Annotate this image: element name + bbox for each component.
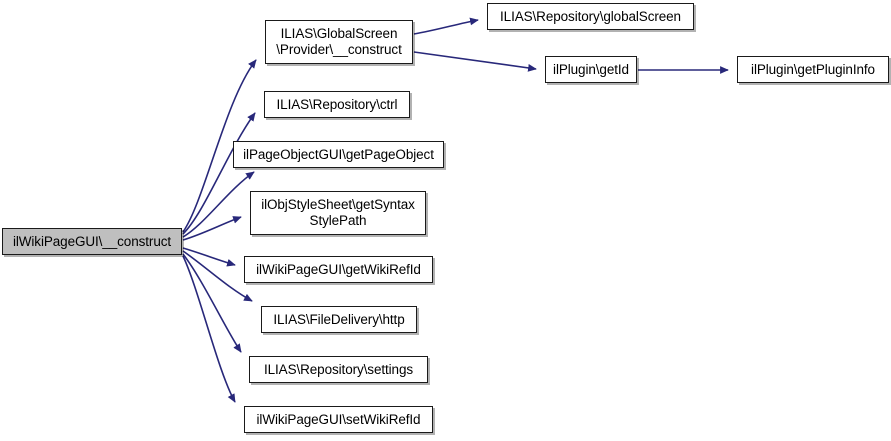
graph-node-ilobjstylesheet_getsyntaxstylepath[interactable]: ilObjStyleSheet\getSyntax StylePath [250,191,426,235]
graph-node-root[interactable]: ilWikiPageGUI\__construct [2,228,182,255]
graph-node-label: ilWikiPageGUI\__construct [12,233,172,249]
graph-edge-root-to-repository_ctrl [182,112,256,235]
graph-edge-globalscreen_provider_construct-to-ilplugin_getid [413,51,537,72]
graph-edge-root-to-ilobjstylesheet_getsyntaxstylepath [182,216,242,241]
graph-node-label: ilObjStyleSheet\getSyntax StylePath [261,197,415,228]
graph-edge-root-to-repository_settings [182,253,242,353]
graph-node-label: ilWikiPageGUI\setWikiRefId [256,411,421,427]
graph-edge-globalscreen_provider_construct-to-repository_globalscreen [413,17,479,35]
graph-node-label: ilPageObjectGUI\getPageObject [243,146,434,162]
graph-node-ilplugin_getplugininfo[interactable]: ilPlugin\getPluginInfo [737,56,889,83]
graph-node-repository_ctrl[interactable]: ILIAS\Repository\ctrl [264,91,410,118]
graph-node-ilplugin_getid[interactable]: ilPlugin\getId [545,56,637,83]
graph-edge-root-to-ilpageobjectgui_getpageobject [182,171,255,238]
graph-node-label: ILIAS\Repository\globalScreen [500,8,681,24]
graph-node-label: ilWikiPageGUI\getWikiRefId [256,261,421,277]
graph-node-label: ILIAS\Repository\settings [263,361,414,377]
graph-edge-root-to-ilwikipagegui_getwikirefid [182,247,236,267]
graph-node-ilwikipagegui_setwikirefid[interactable]: ilWikiPageGUI\setWikiRefId [244,406,433,433]
graph-node-label: ILIAS\GlobalScreen \Provider\__construct [276,26,402,57]
graph-node-filedelivery_http[interactable]: ILIAS\FileDelivery\http [261,306,417,333]
graph-node-label: ILIAS\FileDelivery\http [273,311,405,327]
graph-node-ilwikipagegui_getwikirefid[interactable]: ilWikiPageGUI\getWikiRefId [244,256,433,283]
graph-node-label: ilPlugin\getId [553,61,629,77]
graph-node-repository_settings[interactable]: ILIAS\Repository\settings [249,356,428,383]
graph-node-repository_globalscreen[interactable]: ILIAS\Repository\globalScreen [487,3,694,30]
graph-node-globalscreen_provider_construct[interactable]: ILIAS\GlobalScreen \Provider\__construct [265,20,413,64]
graph-edge-root-to-ilwikipagegui_setwikirefid [182,255,236,403]
graph-edge-root-to-globalscreen_provider_construct [182,59,257,233]
graph-node-label: ilPlugin\getPluginInfo [751,61,875,77]
graph-node-label: ILIAS\Repository\ctrl [276,96,398,112]
graph-edge-root-to-filedelivery_http [182,250,253,302]
graph-node-ilpageobjectgui_getpageobject[interactable]: ilPageObjectGUI\getPageObject [233,141,444,168]
